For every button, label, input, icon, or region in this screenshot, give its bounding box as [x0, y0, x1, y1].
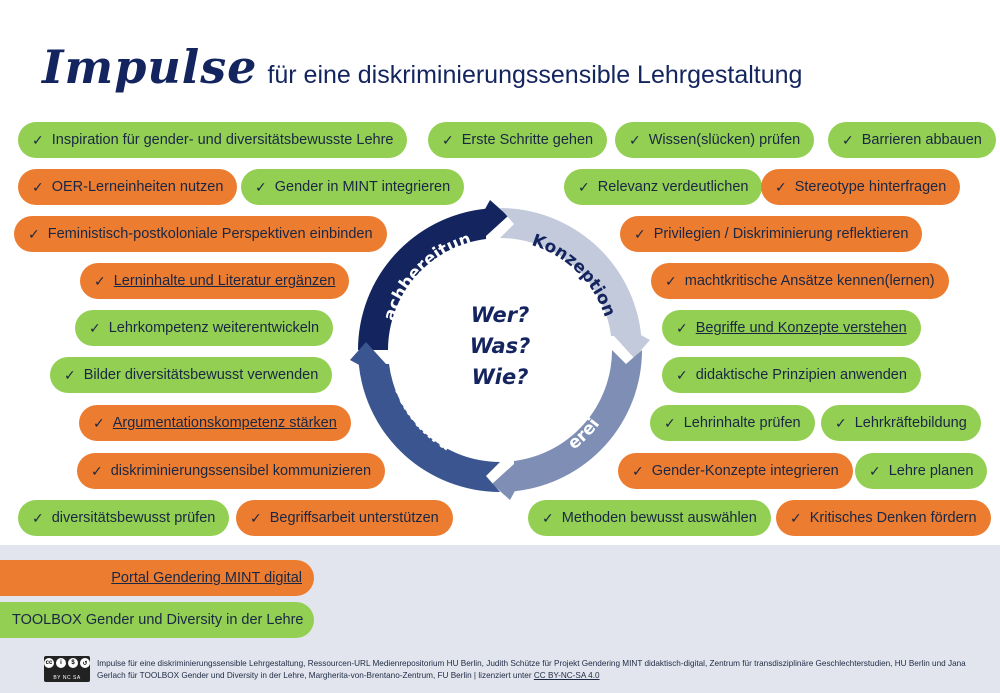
pill-begriffsarbeit: ✓Begriffsarbeit unterstützen	[236, 500, 453, 536]
cycle-segment-vorbereitung	[492, 350, 642, 500]
pill-kommunizieren: ✓diskriminierungssensibel kommunizieren	[77, 453, 386, 489]
question-was: Was?	[469, 334, 531, 358]
portal-link[interactable]: Portal Gendering MINT digital	[0, 560, 314, 596]
pill-bilder: ✓Bilder diversitätsbewusst verwenden	[50, 357, 333, 393]
pill-didaktisch: ✓didaktische Prinzipien anwenden	[662, 357, 921, 393]
pill-postkolonial: ✓Feministisch-postkoloniale Perspektiven…	[14, 216, 387, 252]
pill-machtkritisch: ✓machtkritische Ansätze kennen(lernen)	[651, 263, 949, 299]
credit-text: Impulse für eine diskriminierungssensibl…	[97, 659, 966, 680]
cc-label-by: BY	[53, 675, 61, 681]
title-subtitle: für eine diskriminierungssensible Lehrge…	[267, 61, 803, 89]
pill-begriffe[interactable]: ✓Begriffe und Konzepte verstehen	[662, 310, 921, 346]
pill-wissen-pruefen: ✓Wissen(slücken) prüfen	[615, 122, 815, 158]
pill-barrieren: ✓Barrieren abbauen	[828, 122, 996, 158]
pill-gender-mint: ✓Gender in MINT integrieren	[241, 169, 465, 205]
pill-relevanz: ✓Relevanz verdeutlichen	[564, 169, 763, 205]
cc-license-icon: cc i $ ↺ BY NC SA	[44, 656, 90, 682]
pill-lehrinhalte-pruefen: ✓Lehrinhalte prüfen	[650, 405, 815, 441]
page-title: Impulse für eine diskriminierungssensibl…	[42, 40, 802, 100]
process-cycle: Nachbereitung Konzeption Vorbereitung Du…	[350, 200, 650, 500]
question-wer: Wer?	[470, 303, 530, 327]
pill-lerninhalte[interactable]: ✓Lerninhalte und Literatur ergänzen	[80, 263, 350, 299]
pill-argumentation[interactable]: ✓Argumentationskompetenz stärken	[79, 405, 351, 441]
pill-oer: ✓OER-Lerneinheiten nutzen	[18, 169, 238, 205]
cycle-segment-konzeption	[500, 208, 650, 358]
pill-erste-schritte: ✓Erste Schritte gehen	[428, 122, 608, 158]
toolbox-link[interactable]: TOOLBOX Gender und Diversity in der Lehr…	[0, 602, 314, 638]
cc-label-sa: SA	[73, 675, 81, 681]
cycle-segment-durchfuehrung	[350, 342, 500, 492]
pill-privilegien: ✓Privilegien / Diskriminierung reflektie…	[620, 216, 923, 252]
cc-label-nc: NC	[62, 675, 72, 681]
pill-lehre-planen: ✓Lehre planen	[855, 453, 988, 489]
pill-methoden: ✓Methoden bewusst auswählen	[528, 500, 771, 536]
pill-stereotype: ✓Stereotype hinterfragen	[761, 169, 961, 205]
question-wie: Wie?	[471, 365, 529, 389]
license-link[interactable]: CC BY-NC-SA 4.0	[533, 671, 600, 680]
pill-lehrkompetenz: ✓Lehrkompetenz weiterentwickeln	[75, 310, 334, 346]
pill-diversitaet-pruefen: ✓diversitätsbewusst prüfen	[18, 500, 230, 536]
cycle-center-questions: Wer? Was? Wie?	[450, 300, 550, 393]
pill-inspiration: ✓Inspiration für gender- und diversitäts…	[18, 122, 408, 158]
pill-gender-konzepte: ✓Gender-Konzepte integrieren	[618, 453, 853, 489]
pill-kritisches-denken: ✓Kritisches Denken fördern	[776, 500, 991, 536]
cycle-segment-nachbereitung	[358, 200, 508, 350]
title-main: Impulse	[42, 40, 258, 94]
pill-lehrkraeftebildung: ✓Lehrkräftebildung	[821, 405, 981, 441]
